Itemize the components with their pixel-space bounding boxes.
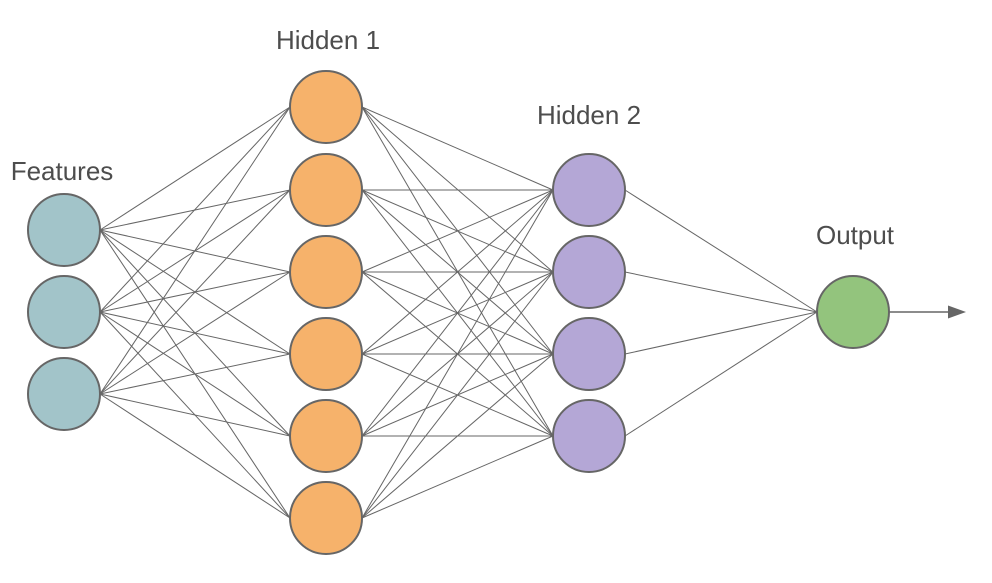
- edge-hidden-1-to-hidden-2: [361, 271, 554, 519]
- node-hidden-2-2: [552, 235, 626, 309]
- edge-features-to-hidden-1: [99, 393, 291, 519]
- edge-features-to-hidden-1: [99, 393, 291, 437]
- node-features-2: [27, 275, 101, 349]
- node-output-1: [816, 275, 890, 349]
- layer-label-hidden-1: Hidden 1: [275, 25, 381, 55]
- edge-hidden-1-to-hidden-2: [361, 106, 554, 191]
- node-features-1: [27, 193, 101, 267]
- edge-features-to-hidden-1: [99, 271, 291, 395]
- edge-hidden-2-to-output: [624, 189, 818, 313]
- edge-features-to-hidden-1: [99, 353, 291, 395]
- layer-label-hidden-2: Hidden 2: [536, 100, 642, 130]
- edge-features-to-hidden-1: [99, 106, 291, 313]
- output-arrowhead-icon: [948, 305, 966, 319]
- edge-hidden-1-to-hidden-2: [361, 189, 554, 355]
- node-hidden-1-3: [289, 235, 363, 309]
- edge-hidden-2-to-output: [624, 311, 818, 355]
- edge-features-to-hidden-1: [99, 189, 291, 395]
- node-hidden-2-3: [552, 317, 626, 391]
- edge-hidden-1-to-hidden-2: [361, 435, 554, 519]
- node-hidden-2-4: [552, 399, 626, 473]
- node-hidden-2-1: [552, 153, 626, 227]
- edge-hidden-2-to-output: [624, 311, 818, 437]
- layer-label-features: Features: [10, 156, 114, 186]
- node-hidden-1-4: [289, 317, 363, 391]
- edge-hidden-1-to-hidden-2: [361, 189, 554, 273]
- edge-hidden-1-to-hidden-2: [361, 189, 554, 437]
- node-hidden-1-6: [289, 481, 363, 555]
- edge-hidden-1-to-hidden-2: [361, 353, 554, 519]
- edge-features-to-hidden-1: [99, 106, 291, 395]
- node-features-3: [27, 357, 101, 431]
- edge-features-to-hidden-1: [99, 106, 291, 231]
- node-hidden-1-1: [289, 70, 363, 144]
- node-hidden-1-5: [289, 399, 363, 473]
- node-hidden-1-2: [289, 153, 363, 227]
- edge-hidden-1-to-hidden-2: [361, 189, 554, 519]
- layer-label-output: Output: [815, 220, 895, 250]
- edge-hidden-2-to-output: [624, 271, 818, 313]
